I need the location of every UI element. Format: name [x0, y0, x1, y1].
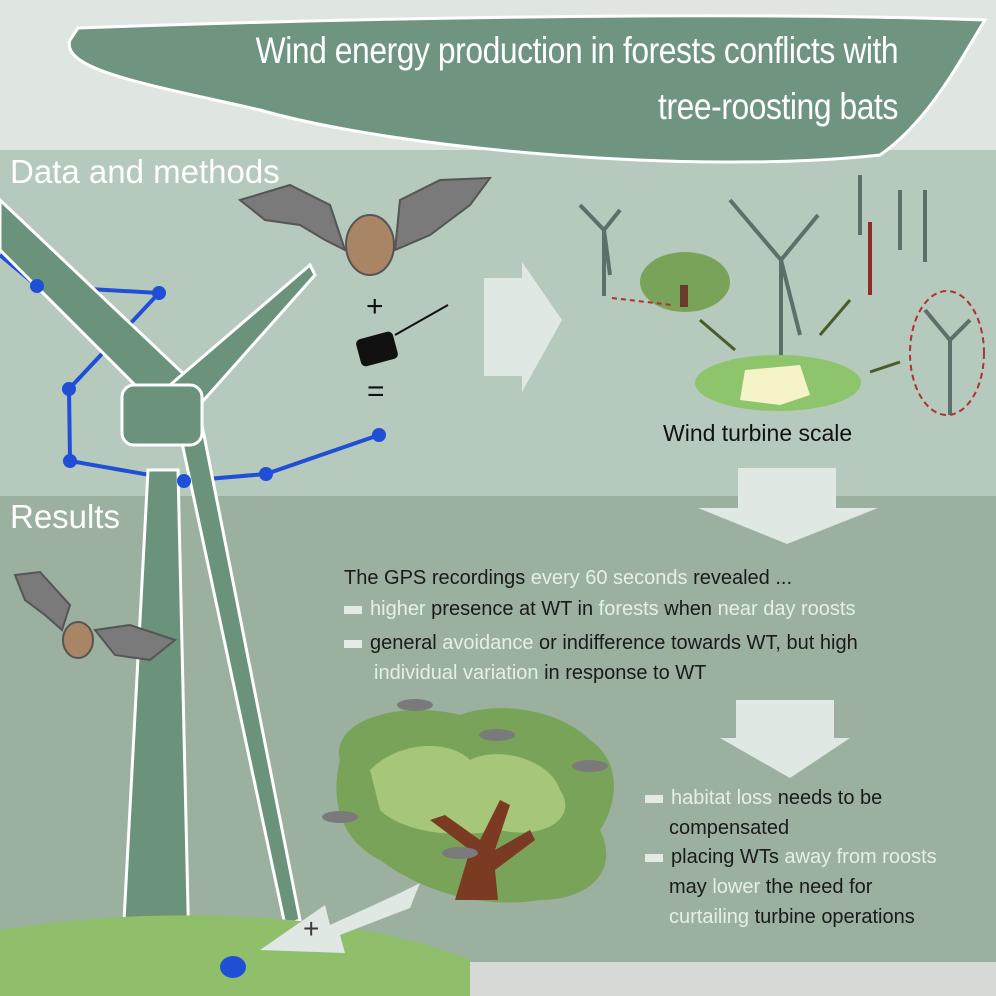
finding-2: general avoidance or indifference toward… [344, 632, 858, 655]
gps-point-icon [220, 956, 246, 978]
gps-tag-icon [356, 304, 449, 367]
large-turbine-icon [0, 197, 317, 996]
title-line-1: Wind energy production in forests confli… [255, 30, 898, 71]
scale-label: Wind turbine scale [663, 420, 853, 446]
bullet-icon [645, 794, 663, 803]
small-turbines-icon [578, 175, 972, 415]
bullet-icon [344, 605, 362, 614]
bat-icon [237, 176, 493, 276]
section-results-label: Results [10, 498, 121, 535]
result-plus-sign: + [303, 913, 320, 944]
tree-bats-icon [322, 699, 608, 859]
result-arrow-icon [260, 883, 420, 953]
implication-2: placing WTs away from roosts [645, 846, 937, 869]
road-strip [440, 962, 996, 996]
rotor-sweep [909, 290, 985, 416]
title-cloud [67, 14, 988, 164]
section-methods-label: Data and methods [10, 153, 280, 190]
tree-small-icon [640, 252, 730, 312]
finding-2-cont: individual variation in response to WT [374, 662, 707, 684]
grass-area [0, 915, 470, 996]
down-arrow-icon-1 [698, 468, 878, 544]
finding-1: higher presence at WT in forests when ne… [344, 598, 855, 621]
implication-2-cont-2: curtailing turbine operations [669, 906, 915, 928]
distance-arrow [611, 297, 673, 306]
results-intro: The GPS recordings every 60 seconds reve… [344, 567, 793, 589]
bullet-icon [645, 853, 663, 862]
implication-1: habitat loss needs to be [645, 787, 882, 810]
clearing-icon [740, 365, 810, 405]
right-arrow-icon [484, 262, 562, 392]
implication-2-cont: may lower the need for [669, 876, 873, 898]
gps-points [30, 279, 386, 488]
tree-large-icon [336, 708, 614, 903]
implication-1-cont: compensated [669, 817, 790, 839]
influence-arrows [699, 299, 901, 374]
equals-sign: = [367, 375, 385, 408]
bullet-icon [344, 639, 362, 648]
bat-small-icon [13, 570, 178, 662]
down-arrow-icon-2 [720, 700, 850, 778]
plus-sign: + [366, 290, 384, 323]
title-line-2: tree-roosting bats [658, 86, 898, 127]
